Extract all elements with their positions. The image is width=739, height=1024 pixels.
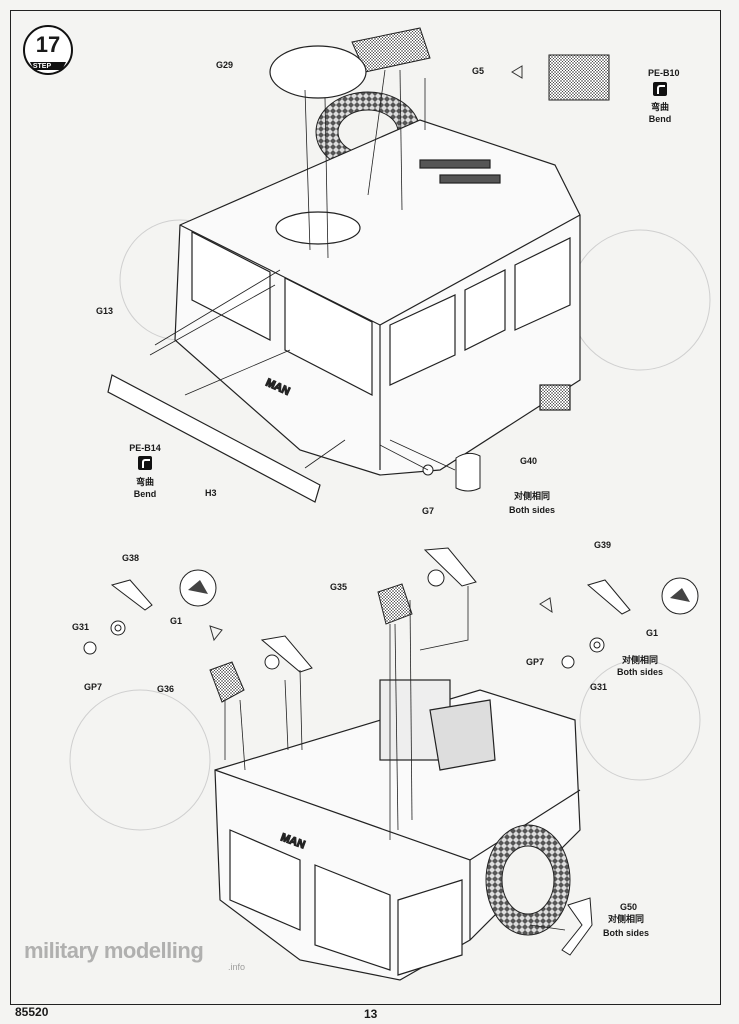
- detail-callouts: [179, 569, 699, 615]
- both-sides-en: Both sides: [616, 667, 664, 677]
- direction-arrows: [209, 65, 553, 642]
- part-label-gp7-right: GP7: [526, 657, 545, 667]
- mirror-assembly-right: [561, 579, 631, 669]
- both-sides-en: Both sides: [602, 928, 650, 938]
- part-label-g7: G7: [422, 506, 435, 516]
- part-label-g35: G35: [330, 582, 348, 592]
- spare-wheel-lower: [485, 824, 571, 936]
- page-number: 13: [364, 1007, 378, 1021]
- cab-body: MAN: [174, 119, 581, 476]
- both-sides-cn: 对侧相同: [621, 655, 659, 665]
- step-label: STEP: [32, 63, 52, 70]
- step-badge-icon: [23, 25, 73, 75]
- bend-label-cn: 弯曲: [135, 477, 155, 487]
- part-label-h3: H3: [205, 488, 217, 498]
- bumper-h3: [107, 374, 321, 503]
- part-label-g50: G50: [620, 902, 638, 912]
- part-g50: [561, 897, 593, 956]
- part-label-g40: G40: [520, 456, 538, 466]
- guide-lines-lower: [224, 586, 566, 931]
- part-label-gp7-left: GP7: [84, 682, 103, 692]
- step-number: 17: [35, 32, 61, 57]
- bend-icon: [138, 456, 152, 470]
- pe-b10-mesh: [548, 54, 610, 101]
- mirror-assembly-left: [83, 579, 153, 655]
- part-label-g36: G36: [157, 684, 175, 694]
- hatch-lid-g29: [269, 45, 367, 99]
- part-label-g13: G13: [96, 306, 114, 316]
- mirror-g35: [377, 547, 477, 625]
- page-border: [10, 10, 721, 1005]
- part-label-pe-b14: PE-B14: [129, 443, 161, 453]
- both-sides-cn: 对侧相同: [513, 491, 551, 501]
- part-label-g5: G5: [472, 66, 485, 76]
- guide-lines-top: [149, 69, 456, 471]
- part-label-g1-left: G1: [170, 616, 183, 626]
- part-label-g31-left: G31: [72, 622, 90, 632]
- both-sides-en: Both sides: [508, 505, 556, 515]
- watermark-logo: military modelling: [24, 938, 204, 963]
- part-label-g31-right: G31: [590, 682, 608, 692]
- part-label-pe-b10: PE-B10: [648, 68, 680, 78]
- bend-label-cn: 弯曲: [650, 102, 670, 112]
- part-g40: [455, 452, 481, 492]
- kit-number: 85520: [15, 1005, 49, 1019]
- part-label-g39: G39: [594, 540, 612, 550]
- bend-label-en: Bend: [133, 489, 157, 499]
- mirror-g36: [209, 635, 313, 703]
- part-label-g38: G38: [122, 553, 140, 563]
- both-sides-cn: 对侧相同: [607, 914, 645, 924]
- bend-label-en: Bend: [648, 114, 672, 124]
- bend-icon: [653, 82, 667, 96]
- part-label-g1-right: G1: [646, 628, 659, 638]
- part-label-g29: G29: [216, 60, 234, 70]
- watermark-sub: .info: [228, 962, 246, 972]
- lower-cab-body: MAN: [214, 679, 581, 981]
